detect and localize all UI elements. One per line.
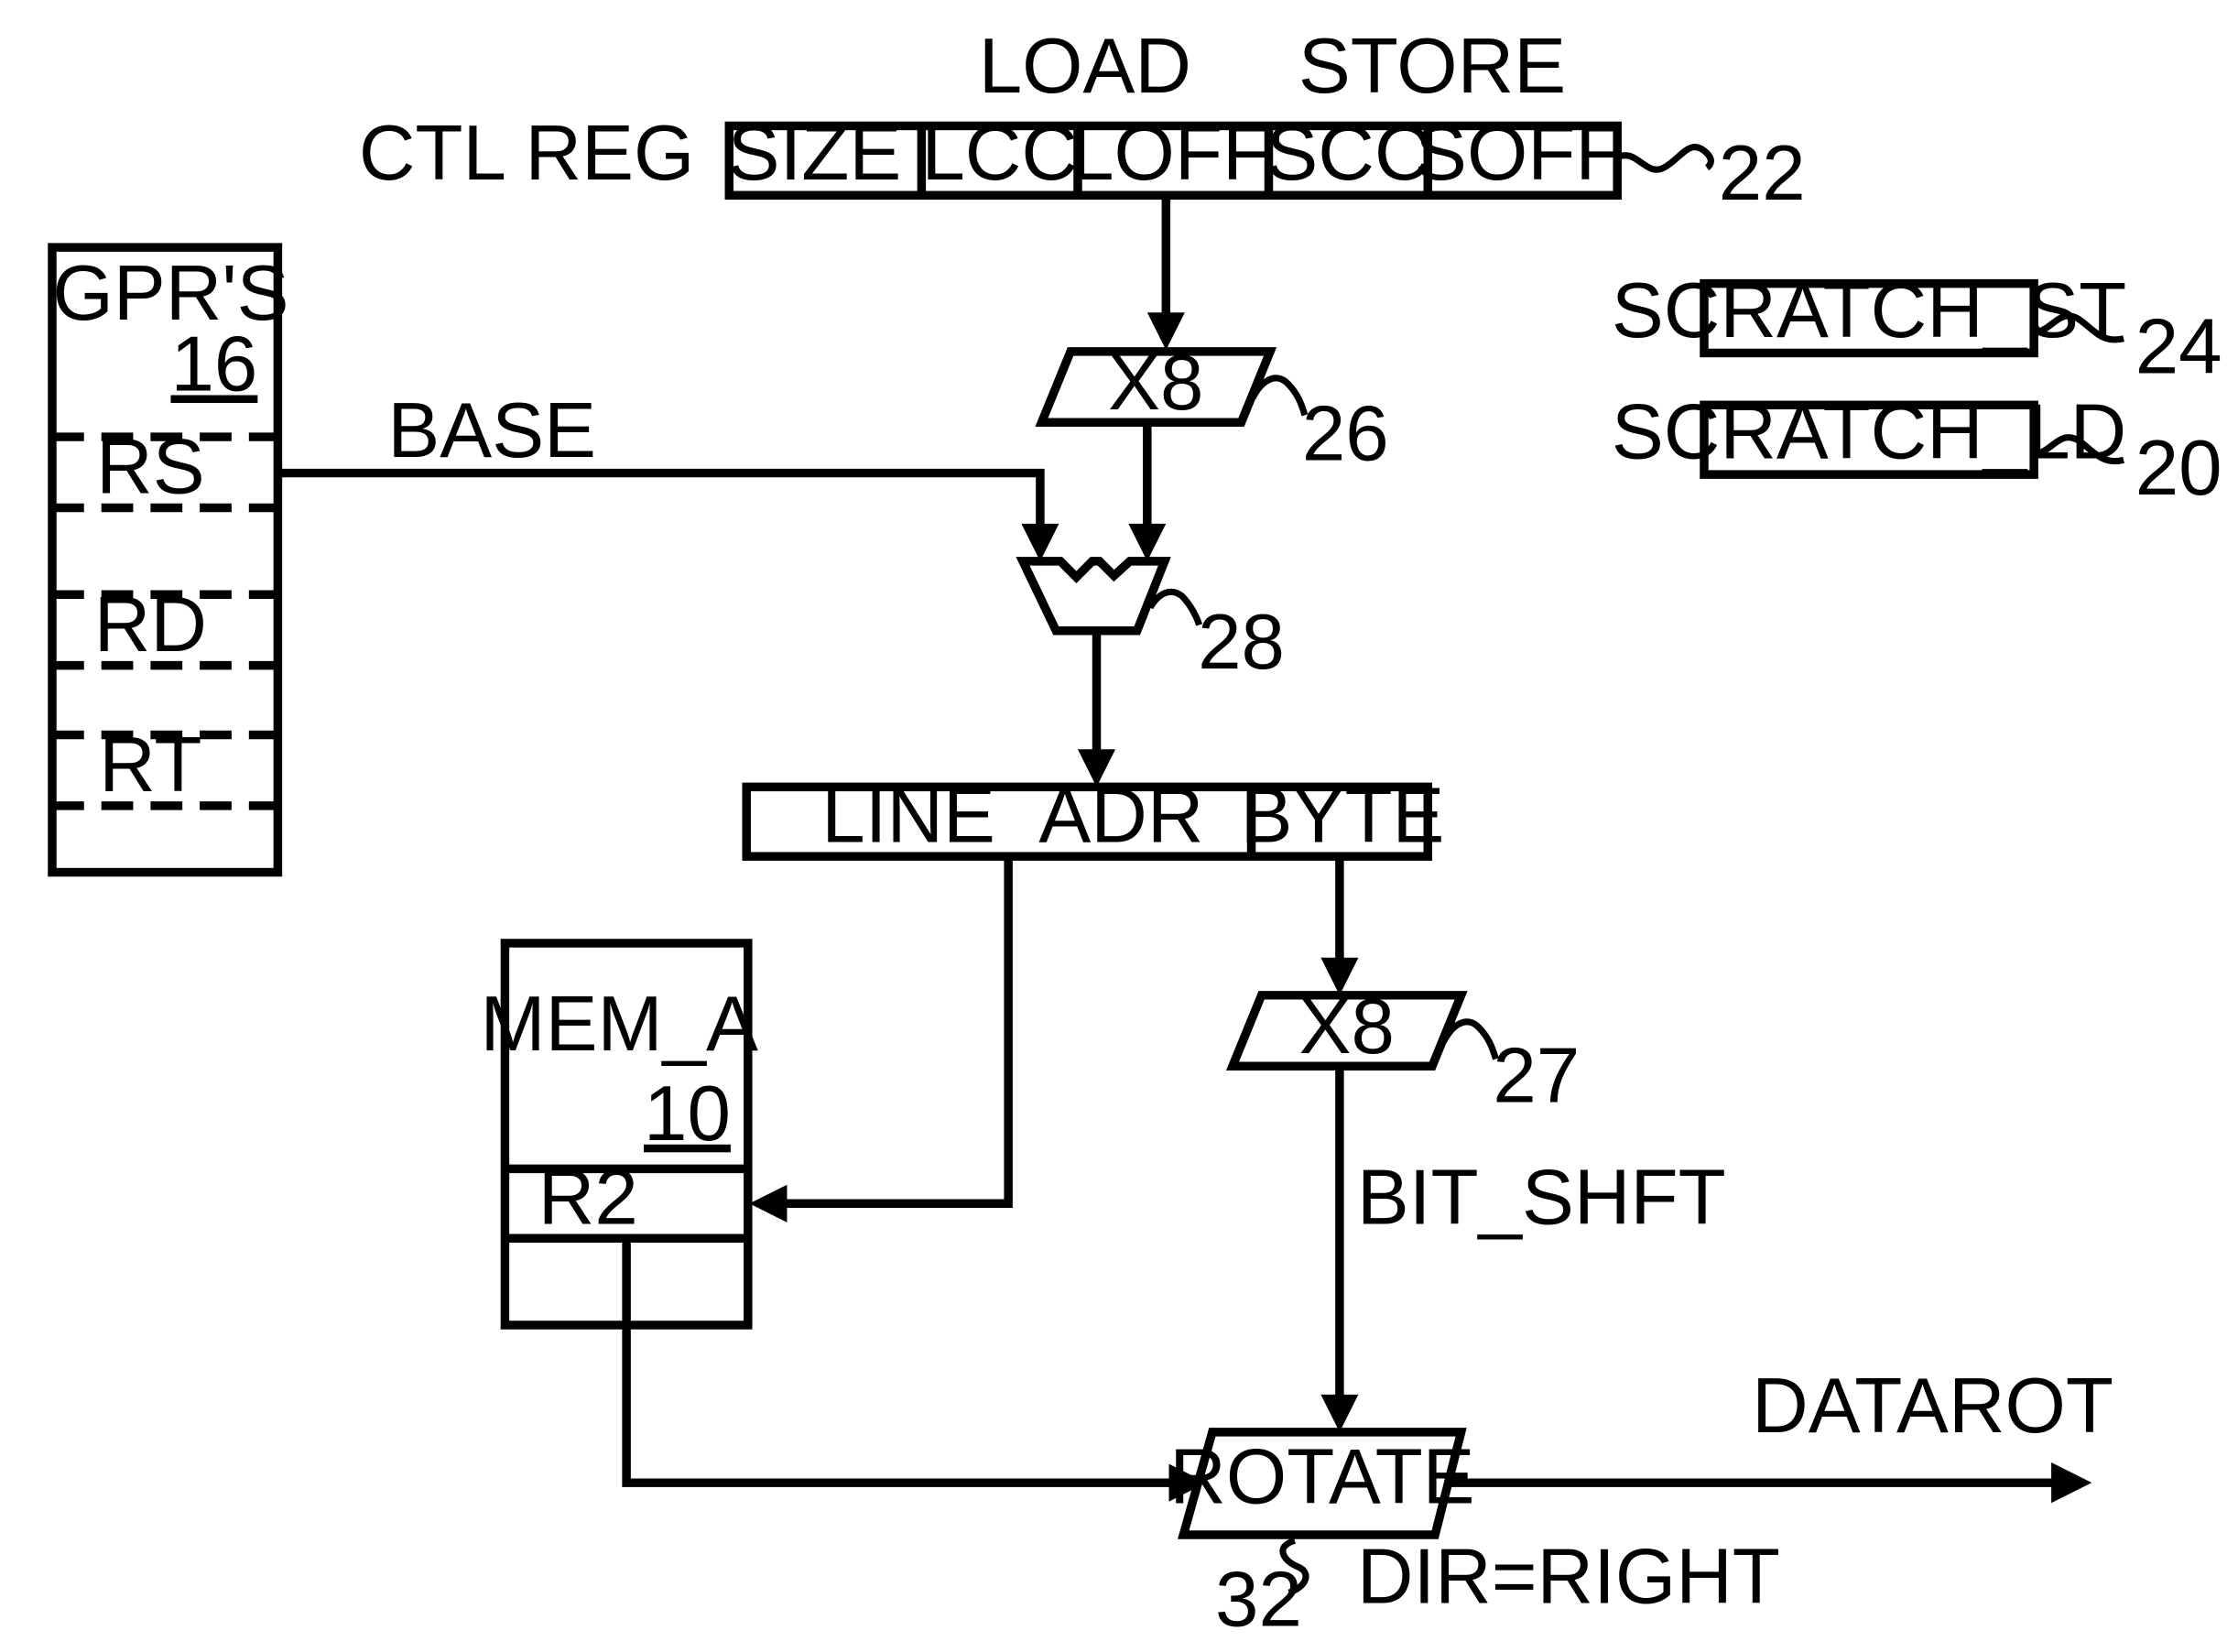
line-adr-to-mem-path	[749, 856, 1008, 1223]
adder-to-address-path	[1078, 631, 1115, 788]
ctl-reg-label: CTL REG	[359, 110, 695, 197]
mult-x8-bottom-label: X8	[1299, 984, 1395, 1071]
adder: 28	[1023, 561, 1285, 686]
gpr-rs-label: RS	[96, 424, 205, 511]
rotate-label: ROTATE	[1169, 1433, 1474, 1520]
line-adr-label: LINE_ADR	[821, 772, 1203, 859]
ctl-field-lcc: LCC	[921, 110, 1078, 197]
mult-x8-bottom-leader	[1444, 1022, 1496, 1060]
datarot-label: DATAROT	[1752, 1363, 2113, 1450]
store-label: STORE	[1298, 23, 1566, 110]
ctl-reg-leader	[1620, 147, 1711, 170]
mult-x8-top: X8 26	[1041, 340, 1388, 477]
mem-a-title: MEM_A	[481, 981, 758, 1068]
mem-a-ref: 10	[644, 1071, 731, 1157]
base-arrowhead	[1021, 524, 1059, 561]
adder-leader	[1150, 592, 1200, 625]
ctl-field-soff: SOFF	[1415, 110, 1623, 197]
ctl-field-loff: LOFF	[1070, 110, 1270, 197]
scratch-ld-label: SCRATCH_LD	[1612, 389, 2126, 476]
load-label: LOAD	[979, 23, 1191, 110]
base-path: BASE	[277, 387, 1059, 561]
gprs-block: GPR'S 16 RS RD RT	[52, 247, 289, 872]
ctl-field-size: SIZE	[728, 110, 902, 197]
line-adr-arrowhead	[749, 1185, 787, 1223]
datarot-arrowhead	[2051, 1462, 2091, 1503]
mult-x8-top-leader	[1253, 378, 1305, 416]
gprs-ref: 16	[170, 321, 257, 408]
scratch-st: SCRATCH_ST 24	[1612, 267, 2222, 390]
gpr-rt-label: RT	[99, 722, 201, 809]
mult-to-adder-arrowhead	[1128, 524, 1166, 561]
mult-x8-top-ref: 26	[1302, 390, 1389, 477]
mem-a-block: MEM_A 10 R2	[481, 943, 758, 1325]
mult-to-adder-path	[1128, 422, 1166, 561]
gpr-rd-label: RD	[94, 581, 207, 668]
datarot-output: DATAROT	[1450, 1363, 2113, 1503]
loff-to-mult-path	[1147, 195, 1185, 350]
base-label: BASE	[387, 387, 596, 474]
byte-to-mult-path	[1320, 856, 1358, 995]
mult-x8-top-label: X8	[1108, 340, 1203, 427]
scratch-ld-ref: 20	[2135, 425, 2222, 512]
scratch-st-label: SCRATCH_ST	[1612, 267, 2126, 354]
bit-shft-label: BIT_SHFT	[1357, 1154, 1726, 1241]
scratch-ld: SCRATCH_LD 20	[1612, 389, 2222, 512]
rotate-direction: DIR=RIGHT	[1357, 1533, 1780, 1620]
rotate-ref: 32	[1215, 1557, 1302, 1644]
ctl-reg: CTL REG LOAD STORE SIZE LCC LOFF SCC SOF…	[359, 23, 1806, 217]
bit-shft-arrowhead	[1320, 1395, 1358, 1432]
mem-a-row-r2: R2	[538, 1154, 638, 1241]
ctl-field-scc: SCC	[1266, 110, 1430, 197]
mult-x8-bottom-ref: 27	[1493, 1033, 1580, 1120]
address-register: LINE_ADR BYTE	[746, 772, 1444, 859]
scratch-st-ref: 24	[2135, 304, 2222, 391]
ctl-reg-ref: 22	[1719, 130, 1806, 217]
byte-label: BYTE	[1241, 772, 1445, 859]
adder-shape	[1023, 561, 1165, 631]
bit-shft-path: BIT_SHFT	[1320, 1066, 1725, 1432]
mult-x8-bottom: X8 27	[1233, 984, 1580, 1120]
rotate-block: ROTATE 32 DIR=RIGHT	[1169, 1432, 1780, 1644]
adder-ref: 28	[1198, 599, 1285, 686]
